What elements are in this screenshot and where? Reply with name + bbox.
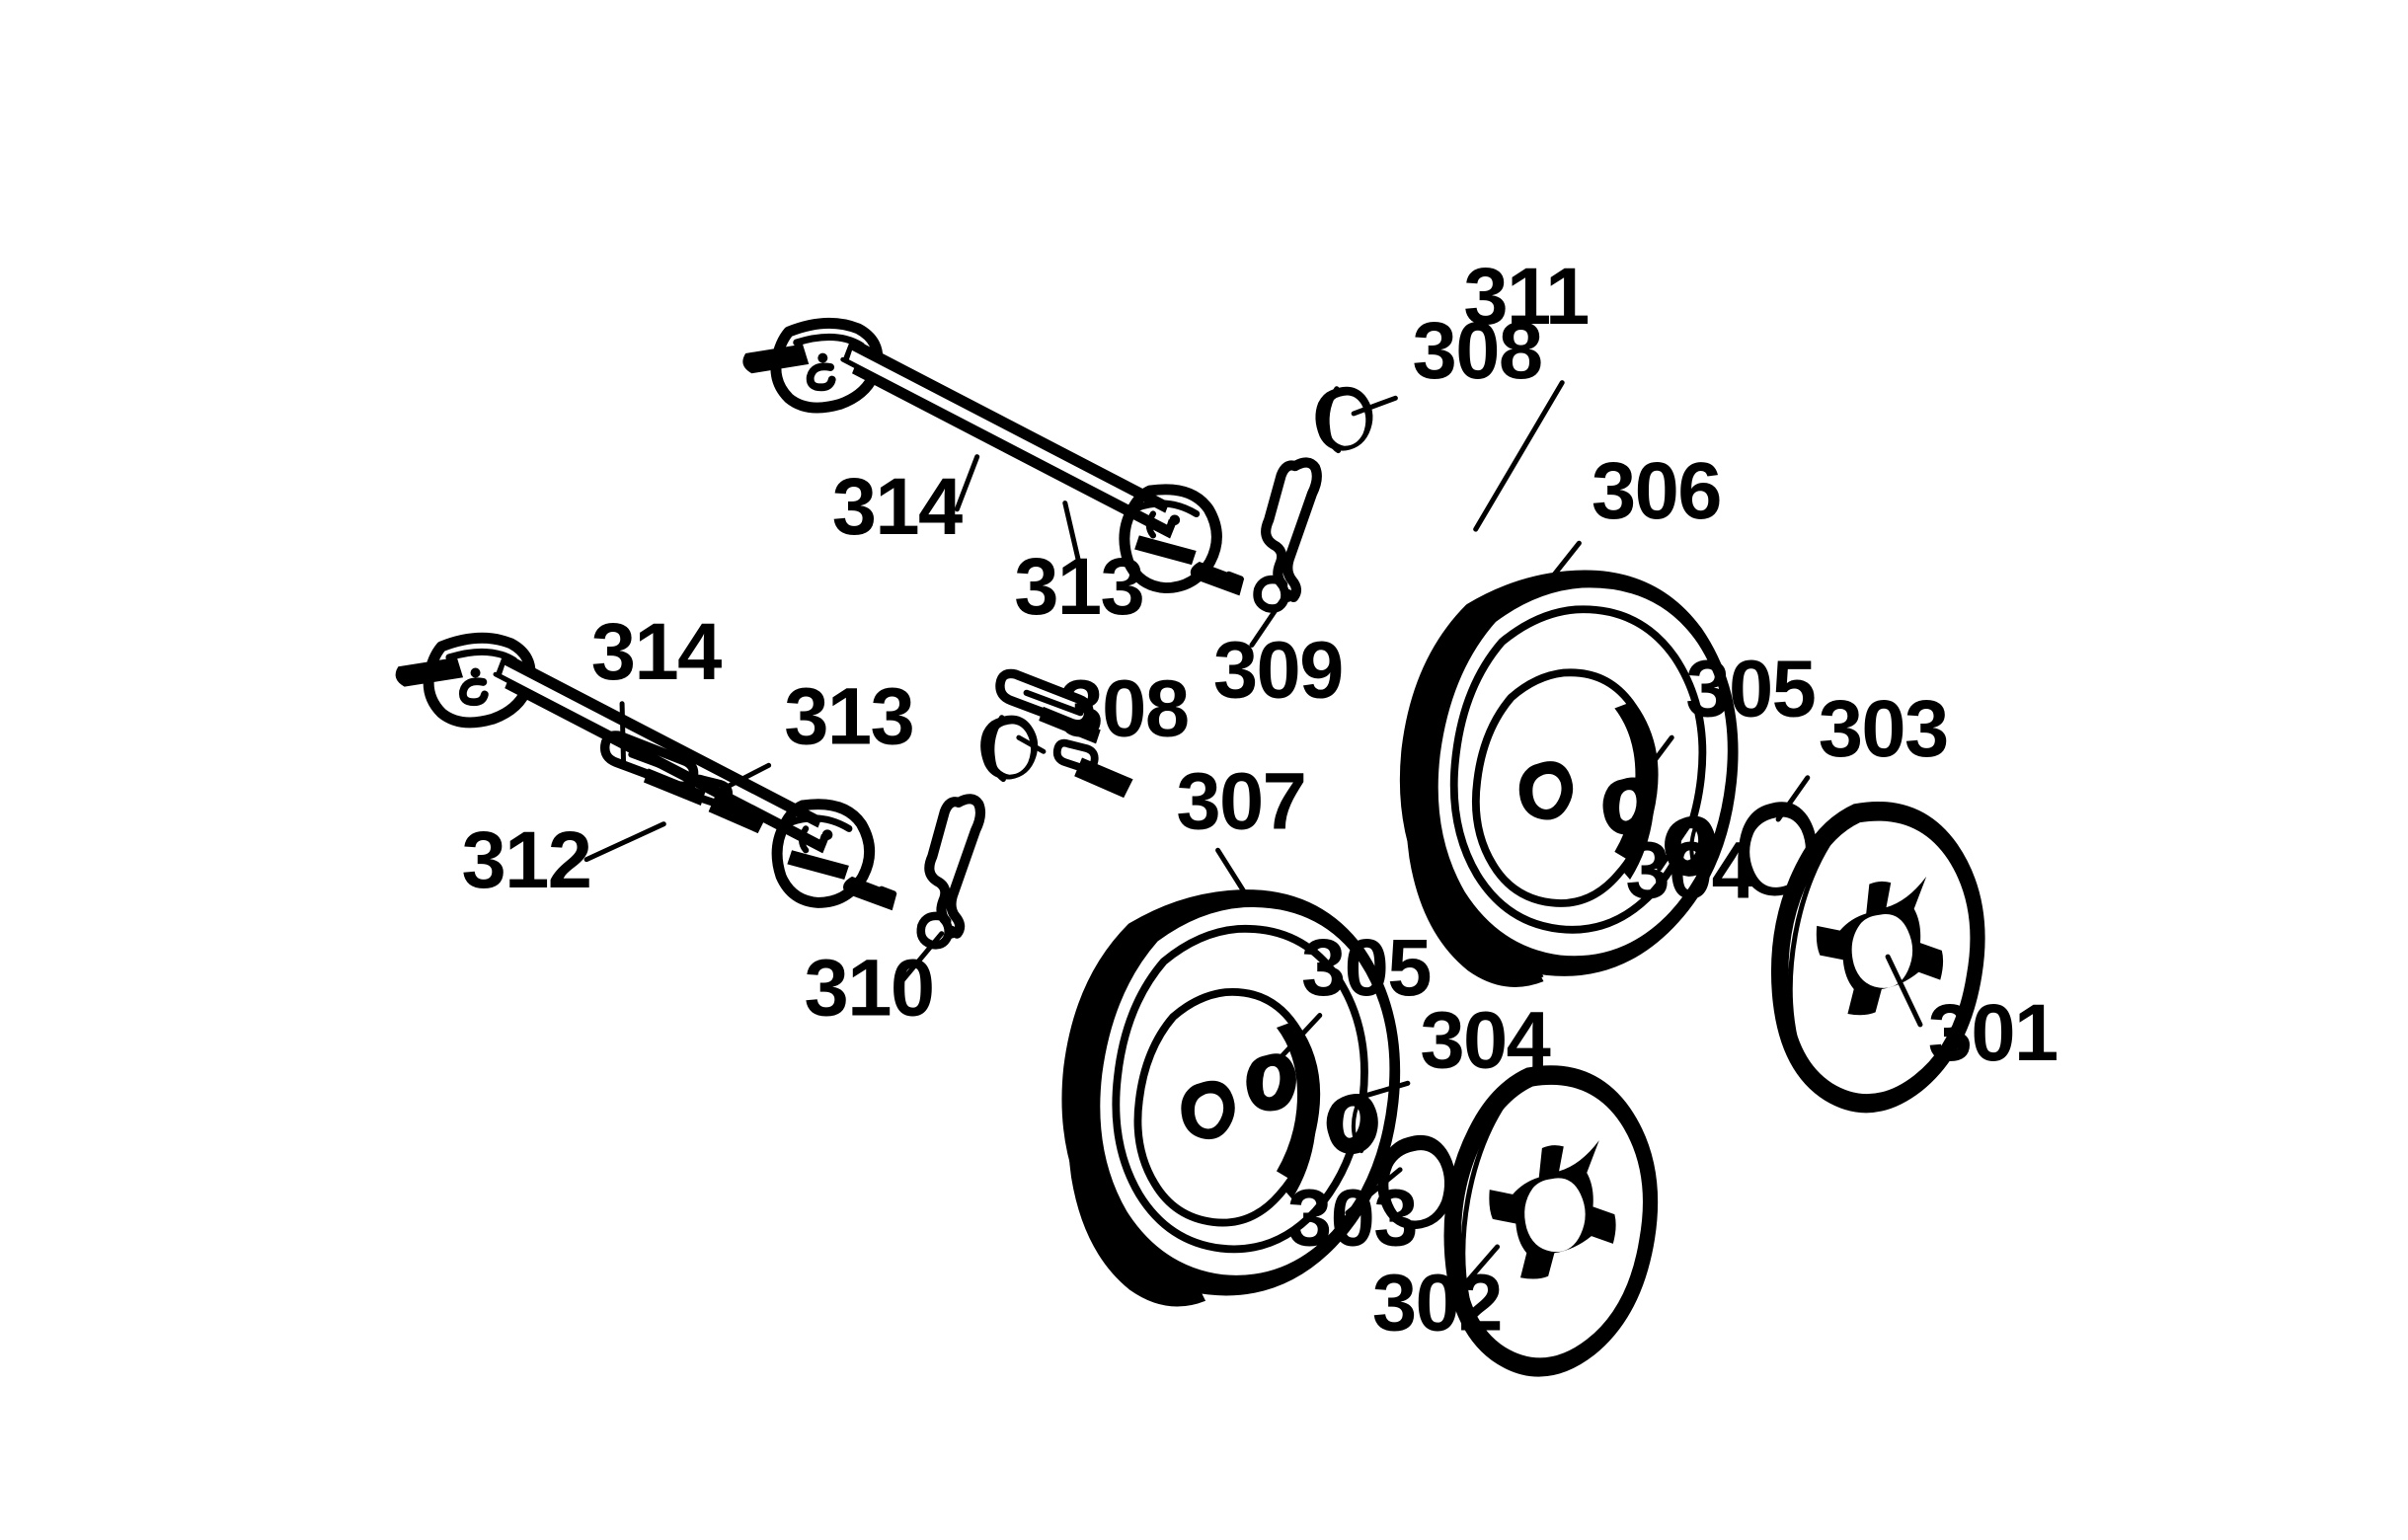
spacer-bushing-308-lower: [980, 715, 1039, 783]
hub-cap-302[interactable]: [1443, 1065, 1659, 1377]
hub-cap-emblem-301: [1816, 876, 1944, 1016]
leader-308-upper: [1351, 395, 1398, 417]
flat-washer-305-upper: [1602, 777, 1654, 835]
callout-label-302: 302: [1372, 1258, 1502, 1348]
retaining-ring-303-lower: [1377, 1134, 1456, 1230]
bearing-washer-304-lower: [1326, 1094, 1378, 1155]
leader-302: [1454, 1244, 1501, 1296]
callout-label-309: 309: [1213, 626, 1343, 716]
flat-washer-305-lower: [1246, 1053, 1296, 1112]
upper-axle-assembly-group[interactable]: [742, 317, 1245, 799]
leader-308-lower: [1016, 734, 1047, 754]
upper-axle-right-bracket: [1119, 484, 1245, 596]
hub-cap-301[interactable]: [1770, 802, 1985, 1114]
leader-313-lower: [715, 762, 772, 795]
upper-axle-rod: [840, 337, 1177, 539]
callout-label-307: 307: [1176, 756, 1305, 846]
leader-303-lower: [1345, 1167, 1403, 1216]
upper-cotter-pin-314: [995, 668, 1101, 744]
hub-cap-emblem-302: [1489, 1140, 1616, 1279]
callout-label-305-upper: 305: [1685, 644, 1815, 733]
callout-label-314-upper: 314: [832, 462, 963, 552]
callout-label-312: 312: [461, 815, 590, 905]
leader-312: [583, 821, 666, 863]
hairpin-cotter-310: [916, 794, 986, 950]
leader-303-upper: [1775, 775, 1811, 822]
leader-314-lower: [619, 701, 627, 770]
leader-305-lower: [1277, 1013, 1323, 1061]
leader-301: [1885, 954, 1923, 1028]
callout-label-311: 311: [1463, 252, 1588, 342]
leader-314-upper: [954, 454, 980, 512]
callout-label-303-upper: 303: [1819, 684, 1948, 774]
leader-311: [1473, 380, 1565, 532]
spacer-bushing-308-upper: [1315, 386, 1373, 454]
callout-label-308-lower: 308: [1059, 664, 1189, 754]
leader-313-upper: [1062, 500, 1083, 573]
wheel-307[interactable]: [1061, 889, 1401, 1307]
upper-drive-key-313: [1052, 738, 1133, 799]
bearing-washer-304-upper: [1665, 815, 1717, 877]
hairpin-cotter-309: [1253, 457, 1322, 613]
callout-labels: 311 314 313 308 309 306 305 304 303 301 …: [461, 252, 2058, 1348]
callout-label-303-lower: 303: [1287, 1173, 1417, 1263]
lower-axle-right-bracket: [771, 799, 897, 911]
leader-306: [1540, 540, 1582, 591]
callout-label-313-lower: 313: [784, 671, 913, 761]
callout-label-305-lower: 305: [1301, 923, 1431, 1013]
callout-label-301: 301: [1928, 988, 2058, 1078]
wheel-306[interactable]: [1399, 570, 1739, 987]
callout-label-313-upper: 313: [1014, 542, 1143, 632]
leader-304-upper: [1657, 818, 1695, 872]
lower-axle-assembly-group[interactable]: [395, 632, 897, 911]
callout-label-314-lower: 314: [591, 607, 722, 697]
callout-label-310: 310: [805, 944, 934, 1034]
callout-label-304-upper: 304: [1625, 826, 1755, 916]
leader-309: [1249, 594, 1287, 648]
lower-drive-key-313: [687, 774, 768, 834]
leader-304-lower: [1353, 1080, 1411, 1102]
callout-label-304-lower: 304: [1420, 996, 1550, 1086]
callout-label-308-upper: 308: [1413, 306, 1542, 396]
callout-label-306: 306: [1592, 446, 1721, 536]
leader-305-upper: [1636, 734, 1674, 784]
leader-lines: [583, 380, 1923, 1296]
leader-307: [1215, 847, 1247, 894]
leader-310: [900, 931, 945, 983]
